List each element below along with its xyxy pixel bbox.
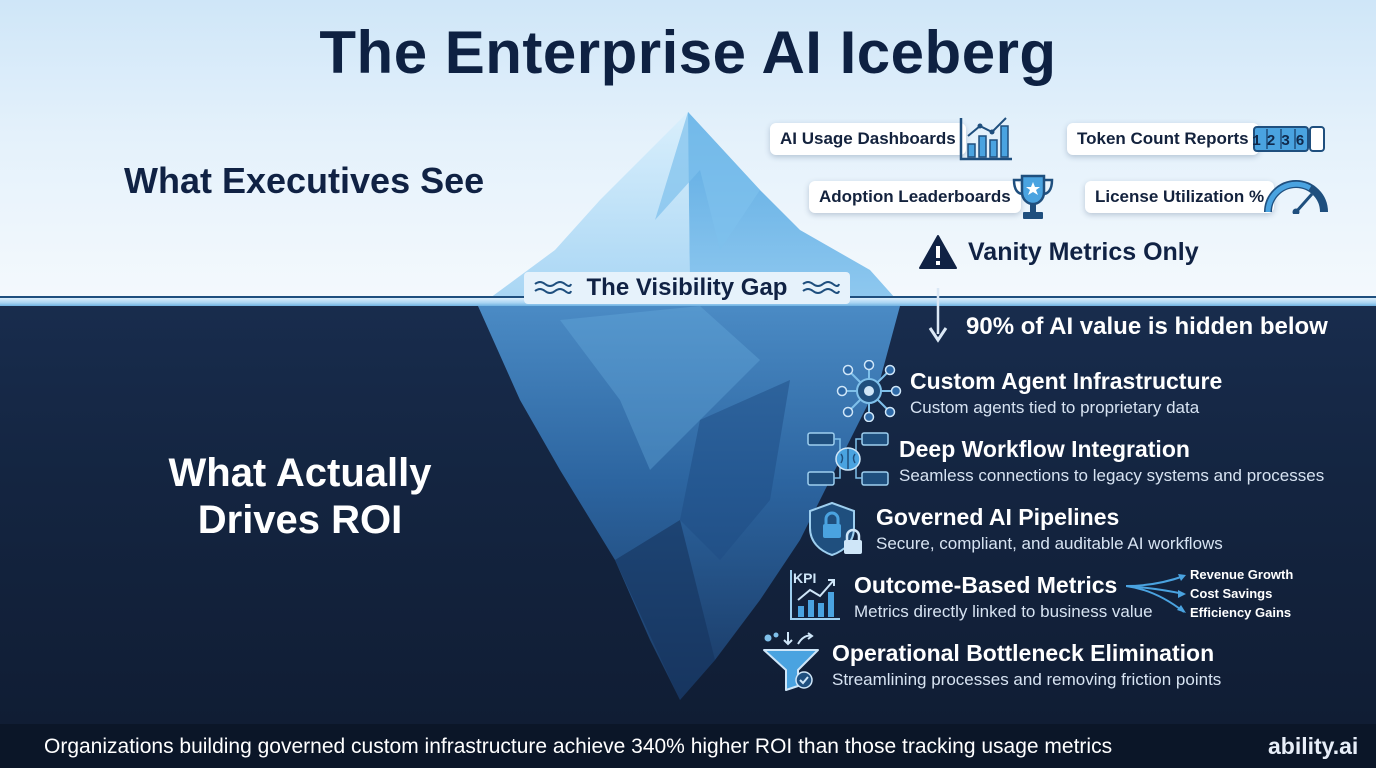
- chip-adoption-leaderboards: Adoption Leaderboards: [809, 181, 1021, 213]
- layer-title: Operational Bottleneck Elimination: [832, 640, 1215, 666]
- chip-label: License Utilization %: [1095, 187, 1265, 206]
- vanity-metrics-warning: Vanity Metrics Only: [918, 234, 1199, 270]
- waves-icon: [802, 281, 841, 294]
- layer-title: Governed AI Pipelines: [876, 504, 1120, 530]
- layer-title: Deep Workflow Integration: [899, 436, 1190, 462]
- chip-label: Token Count Reports: [1077, 129, 1249, 148]
- layer-outcome-based-metrics: Outcome-Based Metrics Metrics directly l…: [854, 572, 1153, 622]
- layer-governed-ai-pipelines: Governed AI Pipelines Secure, compliant,…: [876, 504, 1223, 554]
- branch-arrows-icon: [1126, 574, 1186, 613]
- chip-label: AI Usage Dashboards: [780, 129, 956, 148]
- visibility-gap-text: The Visibility Gap: [586, 274, 788, 301]
- arrow-down-icon: [928, 288, 948, 343]
- iceberg-tip-shade: [688, 112, 895, 298]
- brain-workflow-icon: [807, 432, 889, 486]
- iceberg-tip: [490, 112, 690, 298]
- branch-cost-savings: Cost Savings: [1190, 586, 1273, 601]
- page-title: The Enterprise AI Iceberg: [319, 19, 1057, 86]
- layer-title: Custom Agent Infrastructure: [910, 368, 1223, 394]
- kpi-icon-label: KPI: [793, 570, 816, 586]
- gauge-icon: [1264, 180, 1328, 214]
- waves-icon: [533, 281, 572, 294]
- brand-logo: ability.ai: [1268, 733, 1359, 759]
- funnel-icon: [763, 632, 819, 691]
- branch-revenue-growth: Revenue Growth: [1190, 567, 1294, 582]
- hidden-value-note: 90% of AI value is hidden below: [966, 313, 1328, 340]
- trophy-icon: [1012, 174, 1054, 219]
- outcome-branches: Revenue Growth Cost Savings Efficiency G…: [1190, 567, 1293, 624]
- section-above-title: What Executives See: [124, 160, 485, 201]
- section-below-title: What Actually Drives ROI: [168, 451, 432, 543]
- agent-network-icon: [836, 360, 902, 422]
- layer-desc: Streamlining processes and removing fric…: [832, 670, 1222, 689]
- footer-bar: [0, 724, 1376, 768]
- footer-statement: Organizations building governed custom i…: [44, 735, 1113, 758]
- chip-label: Adoption Leaderboards: [819, 187, 1011, 206]
- layer-custom-agent-infrastructure: Custom Agent Infrastructure Custom agent…: [910, 368, 1222, 418]
- chip-ai-usage-dashboards: AI Usage Dashboards: [770, 123, 966, 155]
- layer-desc: Metrics directly linked to business valu…: [854, 602, 1153, 621]
- branch-efficiency-gains: Efficiency Gains: [1190, 605, 1292, 620]
- kpi-chart-icon: KPI: [790, 570, 840, 620]
- bar-chart-icon: [959, 117, 1012, 161]
- counter-digits: 1236: [1253, 133, 1310, 150]
- counter-icon: 1236: [1253, 126, 1325, 152]
- layer-desc: Custom agents tied to proprietary data: [910, 398, 1200, 417]
- layer-desc: Seamless connections to legacy systems a…: [899, 466, 1325, 485]
- chip-token-count-reports: Token Count Reports: [1067, 123, 1259, 155]
- layer-title: Outcome-Based Metrics: [854, 572, 1118, 598]
- vanity-label: Vanity Metrics Only: [968, 237, 1199, 266]
- visibility-gap-label: The Visibility Gap: [524, 272, 850, 304]
- layer-deep-workflow-integration: Deep Workflow Integration Seamless conne…: [899, 436, 1324, 486]
- layer-desc: Secure, compliant, and auditable AI work…: [876, 534, 1223, 553]
- warning-icon: [919, 235, 957, 269]
- layer-operational-bottleneck-elimination: Operational Bottleneck Elimination Strea…: [832, 640, 1221, 690]
- shield-lock-icon: [809, 501, 862, 557]
- chip-license-utilization: License Utilization %: [1085, 181, 1275, 213]
